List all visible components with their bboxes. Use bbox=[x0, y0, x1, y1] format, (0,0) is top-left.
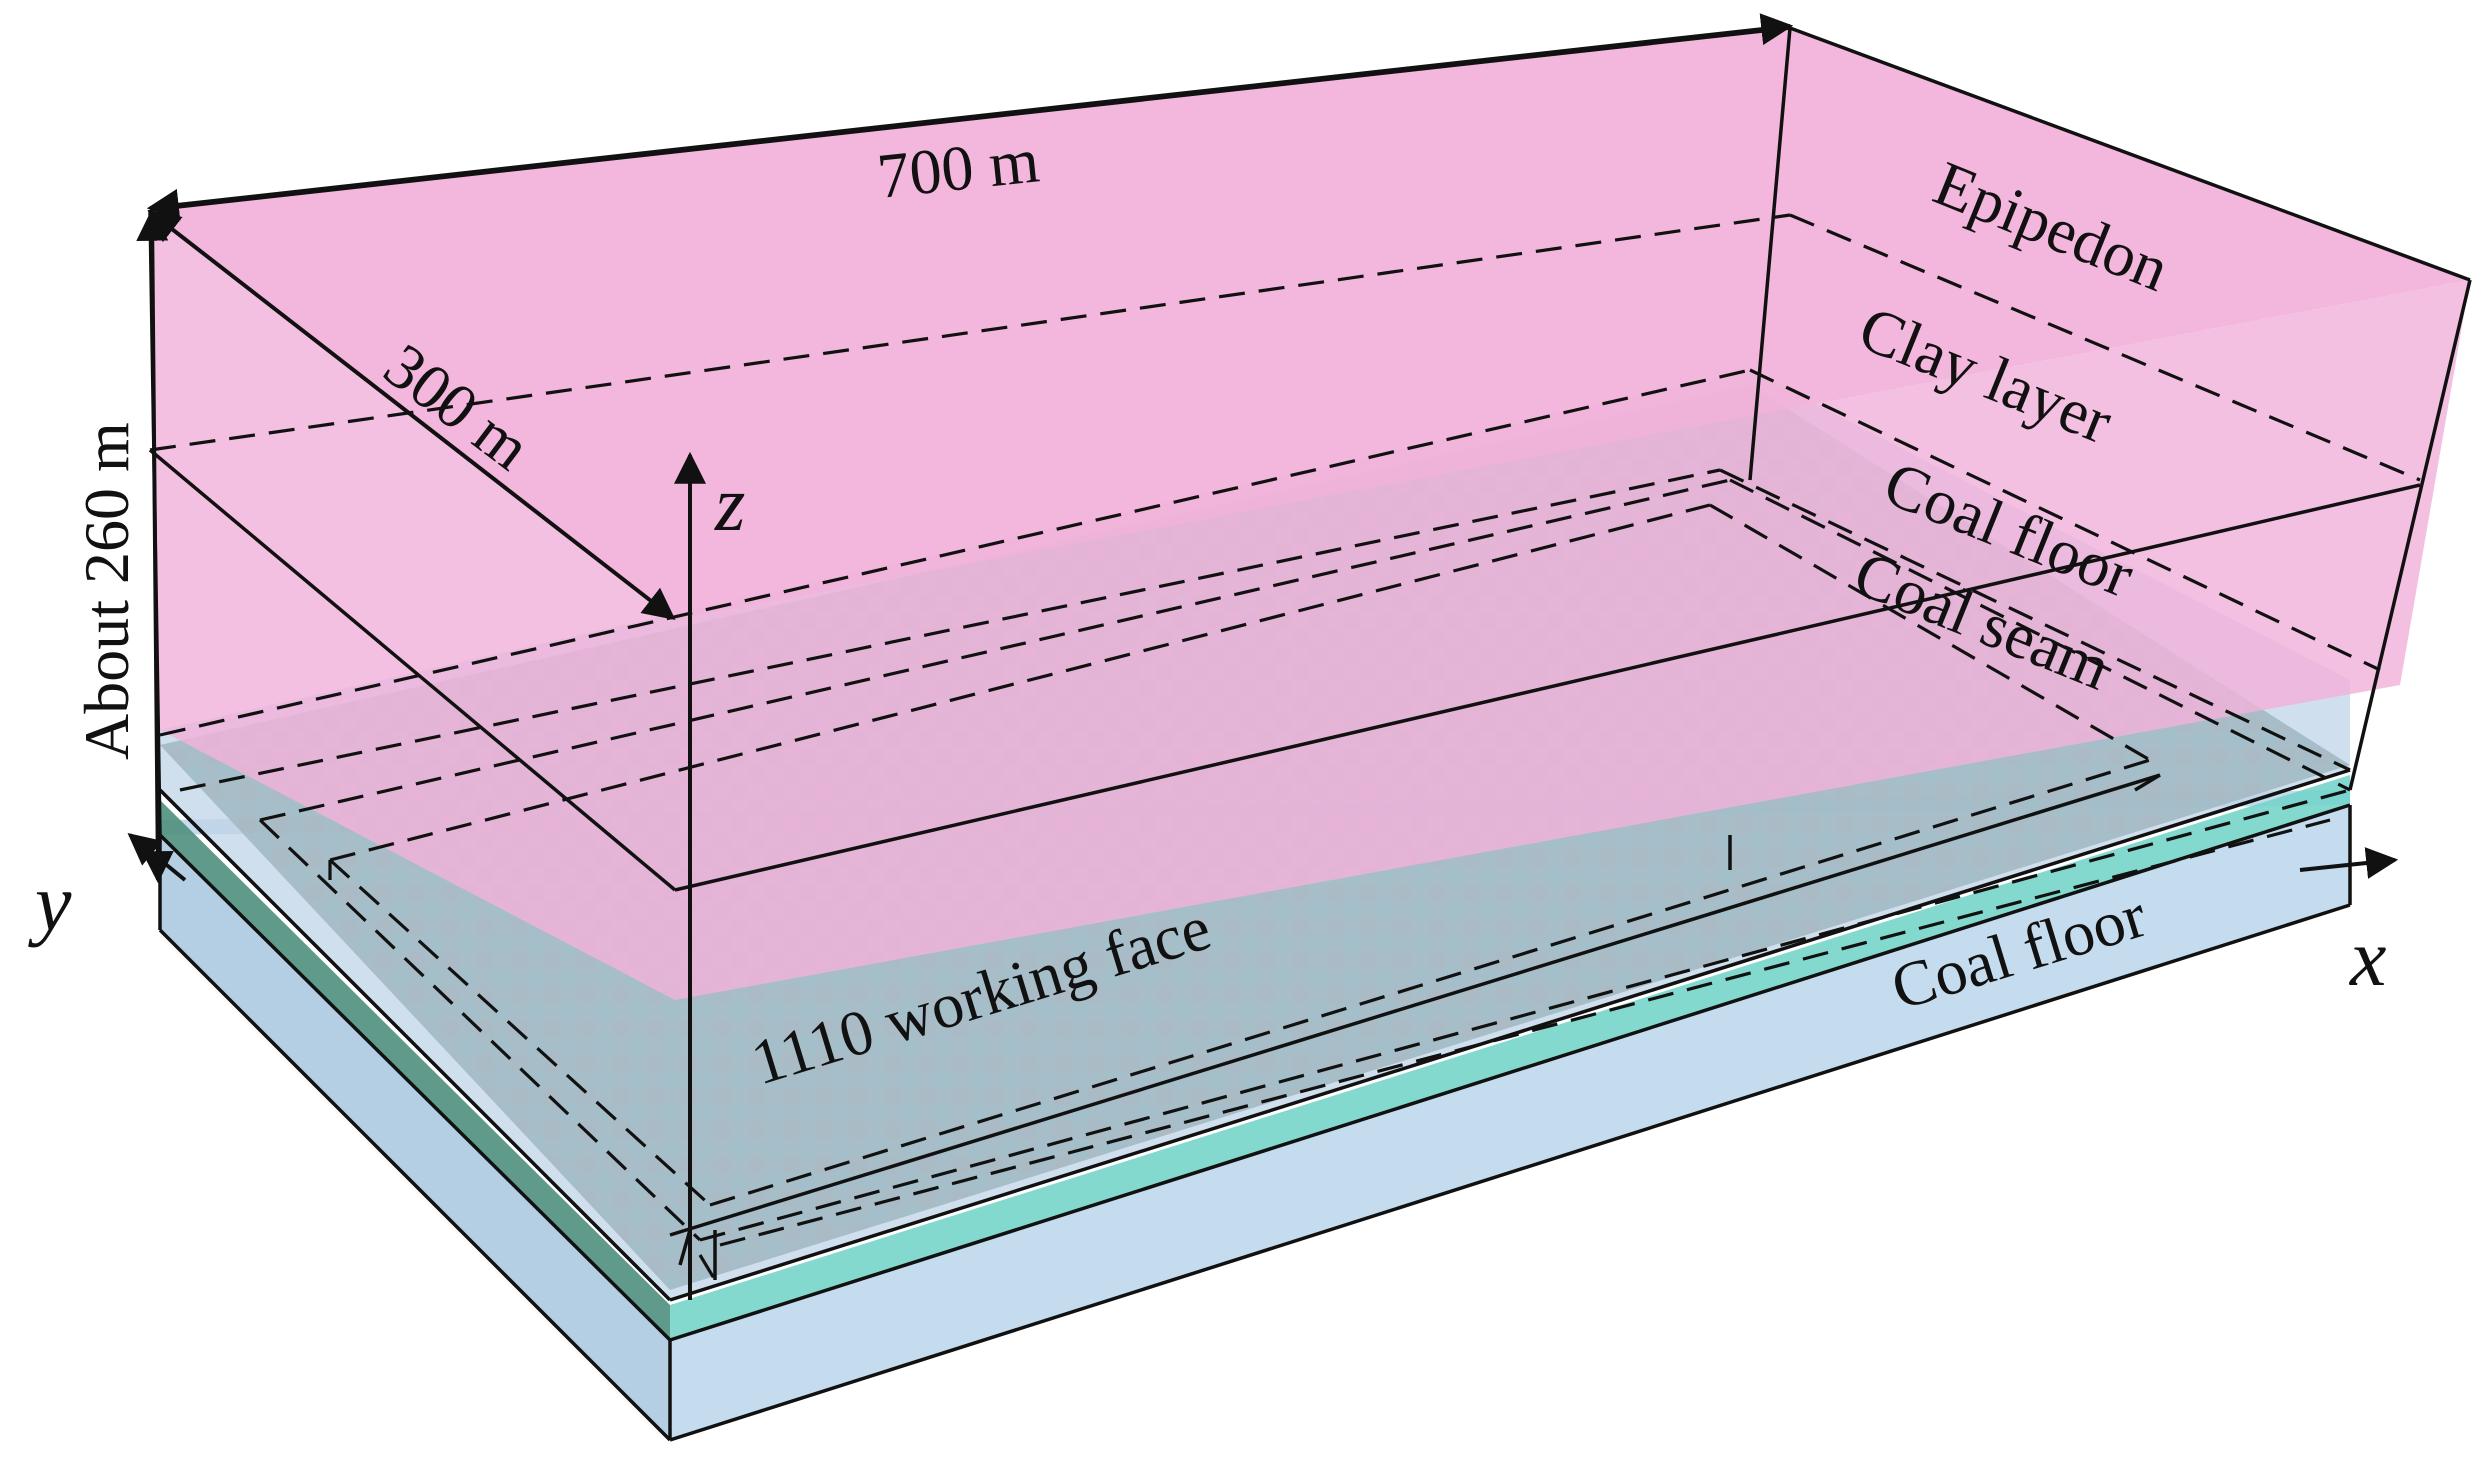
length-label: 700 m bbox=[874, 124, 1042, 212]
z-axis-label: z bbox=[714, 460, 745, 547]
length-dimension-arrow bbox=[146, 13, 1794, 221]
x-axis-label: x bbox=[2349, 912, 2386, 1003]
x-axis-arrow bbox=[2299, 847, 2399, 879]
coal-seam-front-face bbox=[670, 775, 2350, 1340]
coal-floor-lower-left-face bbox=[160, 835, 670, 1440]
y-axis-arrow bbox=[127, 832, 187, 882]
height-dimension-arrow bbox=[136, 208, 174, 884]
layer-boundary-dashes bbox=[149, 213, 2421, 1281]
y-axis-label: y bbox=[28, 857, 72, 948]
epipedon-front-face bbox=[675, 280, 2470, 1000]
height-label: About 260 m bbox=[71, 422, 142, 760]
width-dimension-arrow bbox=[147, 210, 676, 620]
coal-seam-left-face bbox=[160, 800, 670, 1340]
coal-floor-lower-front-face bbox=[670, 805, 2350, 1440]
